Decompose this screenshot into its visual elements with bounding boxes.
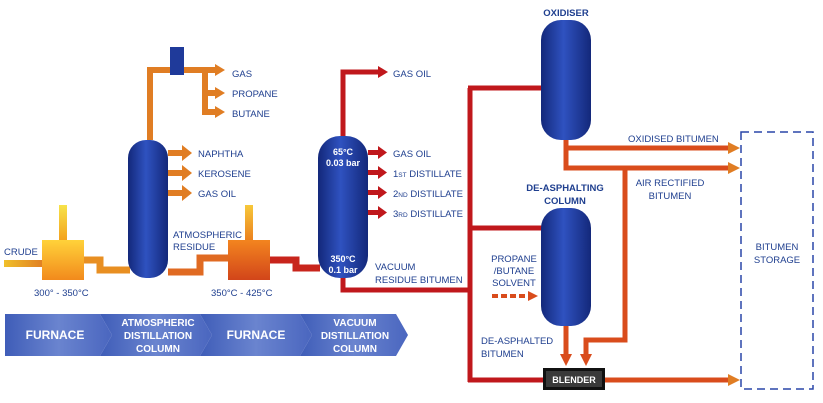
- vac-side-draws: [368, 146, 387, 219]
- banner-atm-col-2: DISTILLATION: [124, 331, 192, 342]
- furnace1-to-atm-pipe: [84, 256, 130, 274]
- banner-vac-col-3: COLUMN: [333, 344, 377, 355]
- label-butane: BUTANE: [232, 109, 270, 120]
- label-oxidiser: OXIDISER: [543, 8, 589, 19]
- vac-residue-network: [340, 85, 545, 383]
- furnace1-stack: [59, 205, 67, 240]
- label-air-rectified-2: BITUMEN: [649, 191, 692, 202]
- label-vac-residue-1: VACUUM: [375, 262, 416, 273]
- atmospheric-column: [128, 140, 168, 278]
- label-vac-bot-temp: 350°C: [330, 254, 356, 264]
- label-oxidised-bitumen: OXIDISED BITUMEN: [628, 134, 719, 145]
- label-solvent-1: PROPANE: [491, 254, 537, 265]
- furnace2-to-vac-pipe: [270, 256, 320, 272]
- label-vac-residue-2: RESIDUE BITUMEN: [375, 275, 463, 286]
- atm-residue-pipe: [168, 254, 232, 276]
- process-banner: [5, 314, 408, 356]
- banner-furnace-2: FURNACE: [227, 328, 286, 342]
- label-gas-oil-vac: GAS OIL: [393, 149, 431, 160]
- label-naphtha: NAPHTHA: [198, 149, 244, 160]
- solvent-feed-dashed: [492, 291, 538, 301]
- label-air-rectified-1: AIR RECTIFIED: [636, 178, 705, 189]
- banner-vac-col-2: DISTILLATION: [321, 331, 389, 342]
- furnace1: [42, 240, 84, 280]
- vacuum-column: [318, 136, 368, 278]
- bitumen-storage-box: [740, 131, 814, 390]
- banner-atm-col-3: COLUMN: [136, 344, 180, 355]
- label-1st-distillate: 1ST DISTILLATE: [393, 169, 462, 180]
- label-crude: CRUDE: [4, 247, 38, 258]
- label-atm-residue-2: RESIDUE: [173, 242, 215, 253]
- crude-feed-pipe: [4, 260, 44, 267]
- label-2nd-distillate: 2ND DISTILLATE: [393, 189, 463, 200]
- label-gas-oil-atm: GAS OIL: [198, 189, 236, 200]
- label-atm-residue-1: ATMOSPHERIC: [173, 230, 242, 241]
- vac-top-pipe: [340, 66, 388, 140]
- banner-vac-col-1: VACUUM: [333, 318, 376, 329]
- furnace2: [228, 240, 270, 280]
- furnace2-stack: [245, 205, 253, 243]
- label-vac-top-pres: 0.03 bar: [326, 158, 361, 168]
- label-deasph-col-2: COLUMN: [544, 196, 586, 207]
- label-propane: PROPANE: [232, 89, 278, 100]
- atm-top-pipe: [147, 58, 225, 140]
- label-vac-bot-pres: 0.1 bar: [328, 265, 358, 275]
- blender-outlet: [604, 374, 740, 386]
- oxidiser-outlets: [563, 138, 740, 366]
- label-deasph-col-1: DE-ASPHALTING: [526, 183, 603, 194]
- label-3rd-distillate: 3RD DISTILLATE: [393, 209, 463, 220]
- label-deasphalted-2: BITUMEN: [481, 349, 524, 360]
- blender-box: [543, 368, 605, 390]
- label-gas: GAS: [232, 69, 252, 80]
- label-storage-1: BITUMEN: [756, 242, 799, 253]
- label-storage-2: STORAGE: [754, 255, 800, 266]
- oxidiser-vessel: [541, 20, 591, 140]
- deasph-bottom-pipe: [560, 325, 572, 366]
- label-vac-top-temp: 65°C: [333, 147, 354, 157]
- label-blender: BLENDER: [552, 375, 596, 385]
- atm-side-draws: [168, 145, 192, 201]
- label-solvent-3: SOLVENT: [492, 278, 536, 289]
- label-solvent-2: /BUTANE: [494, 266, 534, 277]
- gas-separator-vessel: [170, 47, 184, 75]
- label-furnace1-temp: 300° - 350°C: [34, 288, 89, 299]
- banner-furnace-1: FURNACE: [26, 328, 85, 342]
- label-furnace2-temp: 350°C - 425°C: [211, 288, 273, 299]
- label-kerosene: KEROSENE: [198, 169, 251, 180]
- label-deasphalted-1: DE-ASPHALTED: [481, 336, 553, 347]
- label-gas-oil-top: GAS OIL: [393, 69, 431, 80]
- deasphalting-column: [541, 208, 591, 326]
- banner-atm-col-1: ATMOSPHERIC: [121, 318, 194, 329]
